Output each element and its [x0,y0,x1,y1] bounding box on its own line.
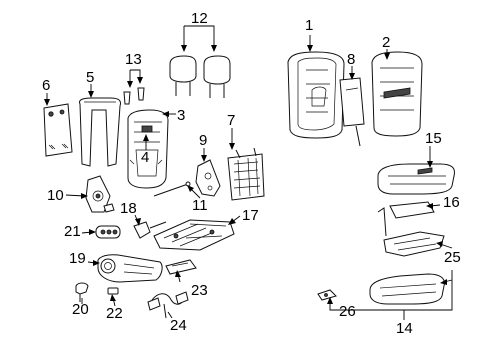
callout-24: 24 [170,317,187,334]
callout-16: 16 [443,194,460,211]
part-3-seatback-structure [127,109,169,189]
part-14-seat-cushion-pad [369,273,445,305]
callout-12: 12 [191,10,208,27]
leader-lines [44,25,453,320]
part-9-side-bracket [195,159,221,197]
part-8-back-panel [339,77,365,147]
callout-23: 23 [191,282,208,299]
part-1-seatback-cover [287,51,345,139]
part-20-knob [75,282,89,302]
callout-4: 4 [141,149,150,166]
part-16-heater-pad [377,201,435,237]
part-22-clip [107,287,119,295]
callout-14: 14 [396,320,413,337]
part-19-side-shield [97,254,163,283]
callout-25: 25 [444,249,461,266]
part-10-recliner [85,175,115,213]
part-5-seatback-frame [79,97,121,167]
part-15-seat-cushion-cover [377,163,455,195]
callout-9: 9 [199,132,208,149]
callout-13: 13 [125,51,142,68]
part-26-bracket [317,289,337,301]
callout-26: 26 [339,303,356,320]
part-23-trim-cover [165,259,197,275]
part-6-side-panel [43,103,73,157]
callout-8: 8 [347,51,356,68]
callout-21: 21 [64,223,81,240]
callout-20: 20 [72,301,89,318]
callout-18: 18 [120,200,137,217]
callout-15: 15 [425,130,442,147]
callout-2: 2 [382,34,391,51]
callout-19: 19 [69,250,86,267]
callout-17: 17 [242,207,259,224]
part-13-headrest-guides [123,87,145,105]
callout-5: 5 [86,69,95,86]
part-24-wire-harness [147,291,189,319]
callout-10: 10 [47,187,64,204]
part-7-lumbar-spring [227,147,265,201]
part-2-seatback-pad [371,51,423,137]
part-25-seat-pan [383,231,445,257]
part-12-headrests [169,55,231,98]
part-18-motor-link [133,221,167,239]
part-17-seat-adjuster [153,219,235,251]
part-21-switch [95,225,121,239]
callout-3: 3 [177,107,186,124]
callout-7: 7 [227,112,236,129]
callout-22: 22 [106,305,123,322]
callout-11: 11 [192,197,208,214]
callout-6: 6 [42,77,51,94]
callout-1: 1 [305,17,314,34]
